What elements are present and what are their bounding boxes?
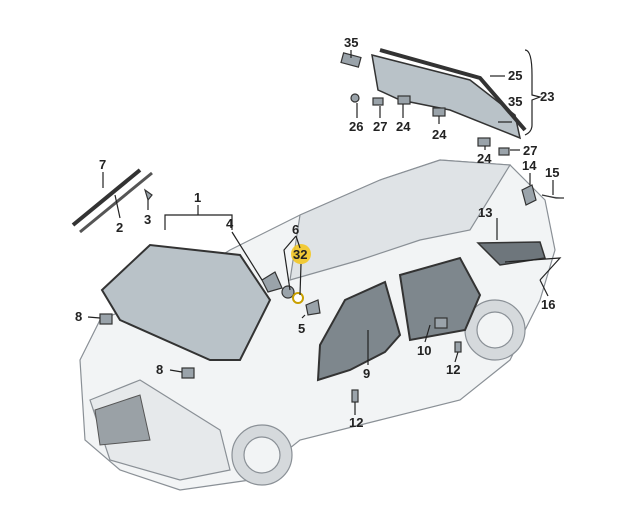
label-35: 35	[508, 94, 522, 109]
label-35: 35	[344, 35, 358, 50]
label-16: 16	[541, 297, 555, 312]
label-9: 9	[363, 366, 370, 381]
label-23: 23	[540, 89, 554, 104]
windshield-1	[100, 243, 272, 361]
part-35	[340, 52, 362, 68]
label-25: 25	[508, 68, 522, 83]
label-5: 5	[298, 321, 305, 336]
front-door-window-9	[316, 280, 402, 382]
quarter-glass-13	[476, 241, 546, 266]
rear-window-23	[371, 53, 522, 140]
rear-door-window-10	[398, 256, 482, 342]
label-15: 15	[545, 165, 559, 180]
label-10: 10	[417, 343, 431, 358]
label-12: 12	[446, 362, 460, 377]
callout-labels: 35 25 35 23 26 27 24 24 24 27 14 15 7 2 …	[75, 35, 559, 430]
label-14: 14	[522, 158, 537, 173]
car-body	[79, 159, 556, 491]
highlight-marker	[291, 244, 311, 264]
label-27: 27	[523, 143, 537, 158]
leader-lines	[87, 49, 554, 415]
label-12: 12	[349, 415, 363, 430]
label-13: 13	[478, 205, 492, 220]
label-7: 7	[99, 157, 106, 172]
label-3: 3	[144, 212, 151, 227]
label-2: 2	[116, 220, 123, 235]
label-27: 27	[373, 119, 387, 134]
label-24: 24	[396, 119, 411, 134]
label-26: 26	[349, 119, 363, 134]
label-24: 24	[432, 127, 447, 142]
label-24: 24	[477, 151, 492, 166]
label-1: 1	[194, 190, 201, 205]
label-4: 4	[226, 216, 234, 231]
label-8: 8	[75, 309, 82, 324]
label-32: 32	[293, 247, 307, 262]
label-8: 8	[156, 362, 163, 377]
label-6: 6	[292, 222, 299, 237]
